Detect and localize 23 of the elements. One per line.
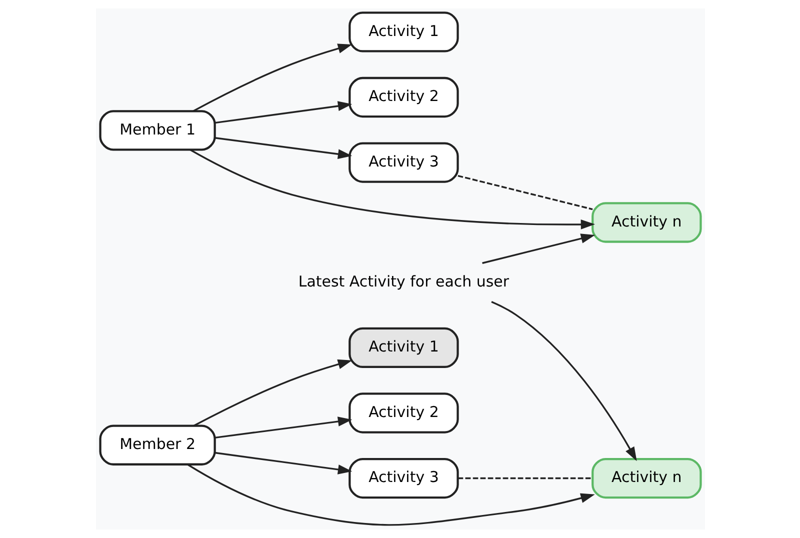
- node-box: Activity n: [591, 458, 702, 499]
- node-box: Member 1: [98, 110, 216, 151]
- arrow: [192, 44, 352, 112]
- arrow: [186, 464, 594, 526]
- arrow: [490, 301, 636, 462]
- node-box: Activity 1: [348, 327, 458, 368]
- arrow: [189, 149, 595, 230]
- node-box: Activity n: [591, 202, 702, 243]
- node-box: Activity 3: [348, 142, 458, 183]
- arrow: [214, 416, 352, 439]
- connector: [457, 174, 592, 210]
- node-box: Member 2: [98, 424, 216, 466]
- node-box: Activity 1: [348, 12, 458, 52]
- node-box: Activity 2: [348, 76, 458, 118]
- node-text: Latest Activity for each user: [298, 272, 509, 290]
- arrow: [214, 137, 352, 159]
- arrow: [192, 360, 352, 427]
- arrow: [214, 452, 352, 474]
- arrow: [482, 234, 595, 264]
- connector: [457, 477, 592, 480]
- node-box: Activity 2: [348, 392, 458, 434]
- arrow: [214, 101, 352, 124]
- node-box: Activity 3: [348, 458, 458, 499]
